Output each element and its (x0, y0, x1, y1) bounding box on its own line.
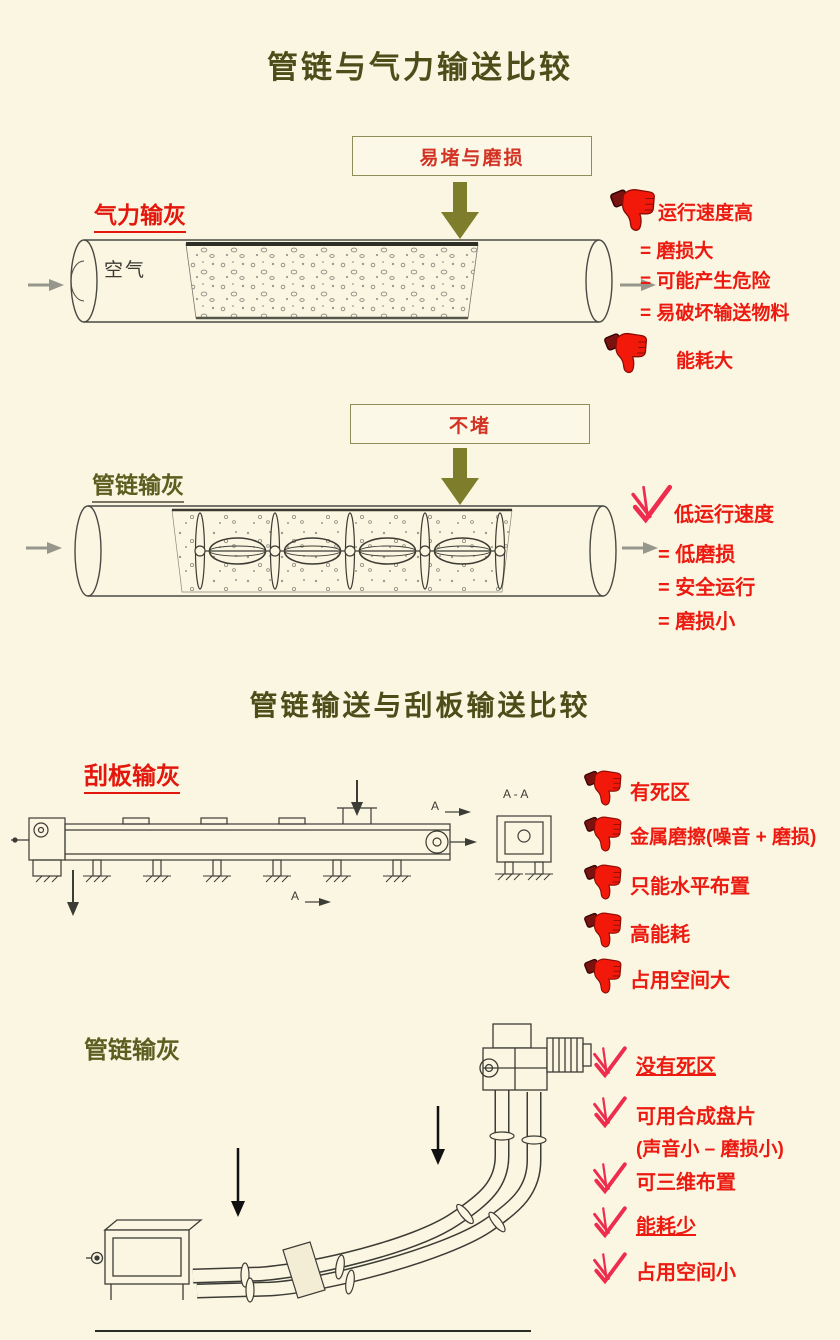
pipechain-pro: = 低磨损 (658, 544, 736, 566)
red-check-icon (592, 1096, 627, 1128)
pipechain-pro: = 安全运行 (658, 577, 756, 599)
pipechain-bottom-pro: 可三维布置 (636, 1172, 736, 1194)
scraper-con: 占用空间大 (630, 970, 730, 992)
pneumatic-label: 气力输灰 (94, 196, 186, 233)
red-check-icon (592, 1206, 627, 1238)
red-check-icon (592, 1252, 627, 1284)
thumbs-down-icon (583, 864, 622, 900)
cut-label-a-bottom: A (291, 889, 299, 903)
flow-arrow-icon (620, 540, 660, 556)
pipechain-bottom-label: 管链输灰 (84, 1037, 180, 1064)
thumbs-down-icon (609, 188, 656, 231)
pneumatic-callout-box: 易堵与磨损 (352, 136, 592, 176)
pipechain-3d-drawing (86, 1023, 592, 1303)
thumbs-down-icon (583, 912, 622, 948)
pipechain-callout-text: 不堵 (448, 415, 491, 437)
pipechain-pipe-drawing (74, 505, 617, 597)
pipechain-bottom-pro: (声音小 – 磨损小) (636, 1139, 784, 1160)
pipechain-bottom-pro: 没有死区 (636, 1056, 716, 1078)
pneumatic-con: 能耗大 (676, 351, 734, 372)
thumbs-down-icon (583, 770, 622, 806)
flow-arrow-icon (26, 277, 66, 293)
thumbs-down-icon (583, 816, 622, 852)
pneumatic-con: = 磨损大 (640, 241, 714, 262)
olive-down-arrow-icon (441, 448, 479, 505)
pneumatic-pipe-drawing (70, 239, 613, 323)
scraper-con: 高能耗 (630, 924, 690, 946)
pipechain-top-label: 管链输灰 (92, 466, 184, 503)
pipechain-bottom-pro: 占用空间小 (636, 1262, 736, 1284)
pipechain-callout-box: 不堵 (350, 404, 590, 444)
pipechain-bottom-pro: 可用合成盘片 (636, 1106, 756, 1128)
cut-label-a-top: A (431, 799, 439, 813)
scraper-con: 只能水平布置 (630, 876, 750, 898)
pneumatic-callout-text: 易堵与磨损 (419, 147, 525, 169)
pipechain-bottom-pro: 能耗少 (636, 1216, 696, 1238)
pneumatic-con: 运行速度高 (658, 203, 754, 224)
pneumatic-con: = 可能产生危险 (640, 271, 771, 292)
pipechain-pro: 低运行速度 (674, 504, 774, 526)
section-aa-label: A - A (503, 787, 528, 801)
section-title: 管链输送与刮板输送比较 (249, 690, 591, 721)
olive-down-arrow-icon (441, 182, 479, 239)
red-check-icon (592, 1046, 627, 1078)
pipechain-pro: = 磨损小 (658, 611, 736, 633)
air-label: 空气 (104, 260, 147, 281)
ground-line (95, 1330, 531, 1332)
scraper-conveyor-drawing: A A A - A (11, 780, 554, 916)
thumbs-down-icon (583, 958, 622, 994)
red-check-icon (592, 1162, 627, 1194)
pneumatic-con: = 易破坏输送物料 (640, 303, 790, 324)
scraper-con: 金属磨擦(噪音 + 磨损) (630, 827, 817, 848)
scraper-con: 有死区 (630, 782, 690, 804)
thumbs-down-icon (603, 332, 648, 374)
red-check-icon (630, 482, 676, 528)
scraper-label: 刮板输灰 (84, 756, 180, 794)
page-title: 管链与气力输送比较 (267, 50, 573, 85)
flow-arrow-icon (24, 540, 64, 556)
